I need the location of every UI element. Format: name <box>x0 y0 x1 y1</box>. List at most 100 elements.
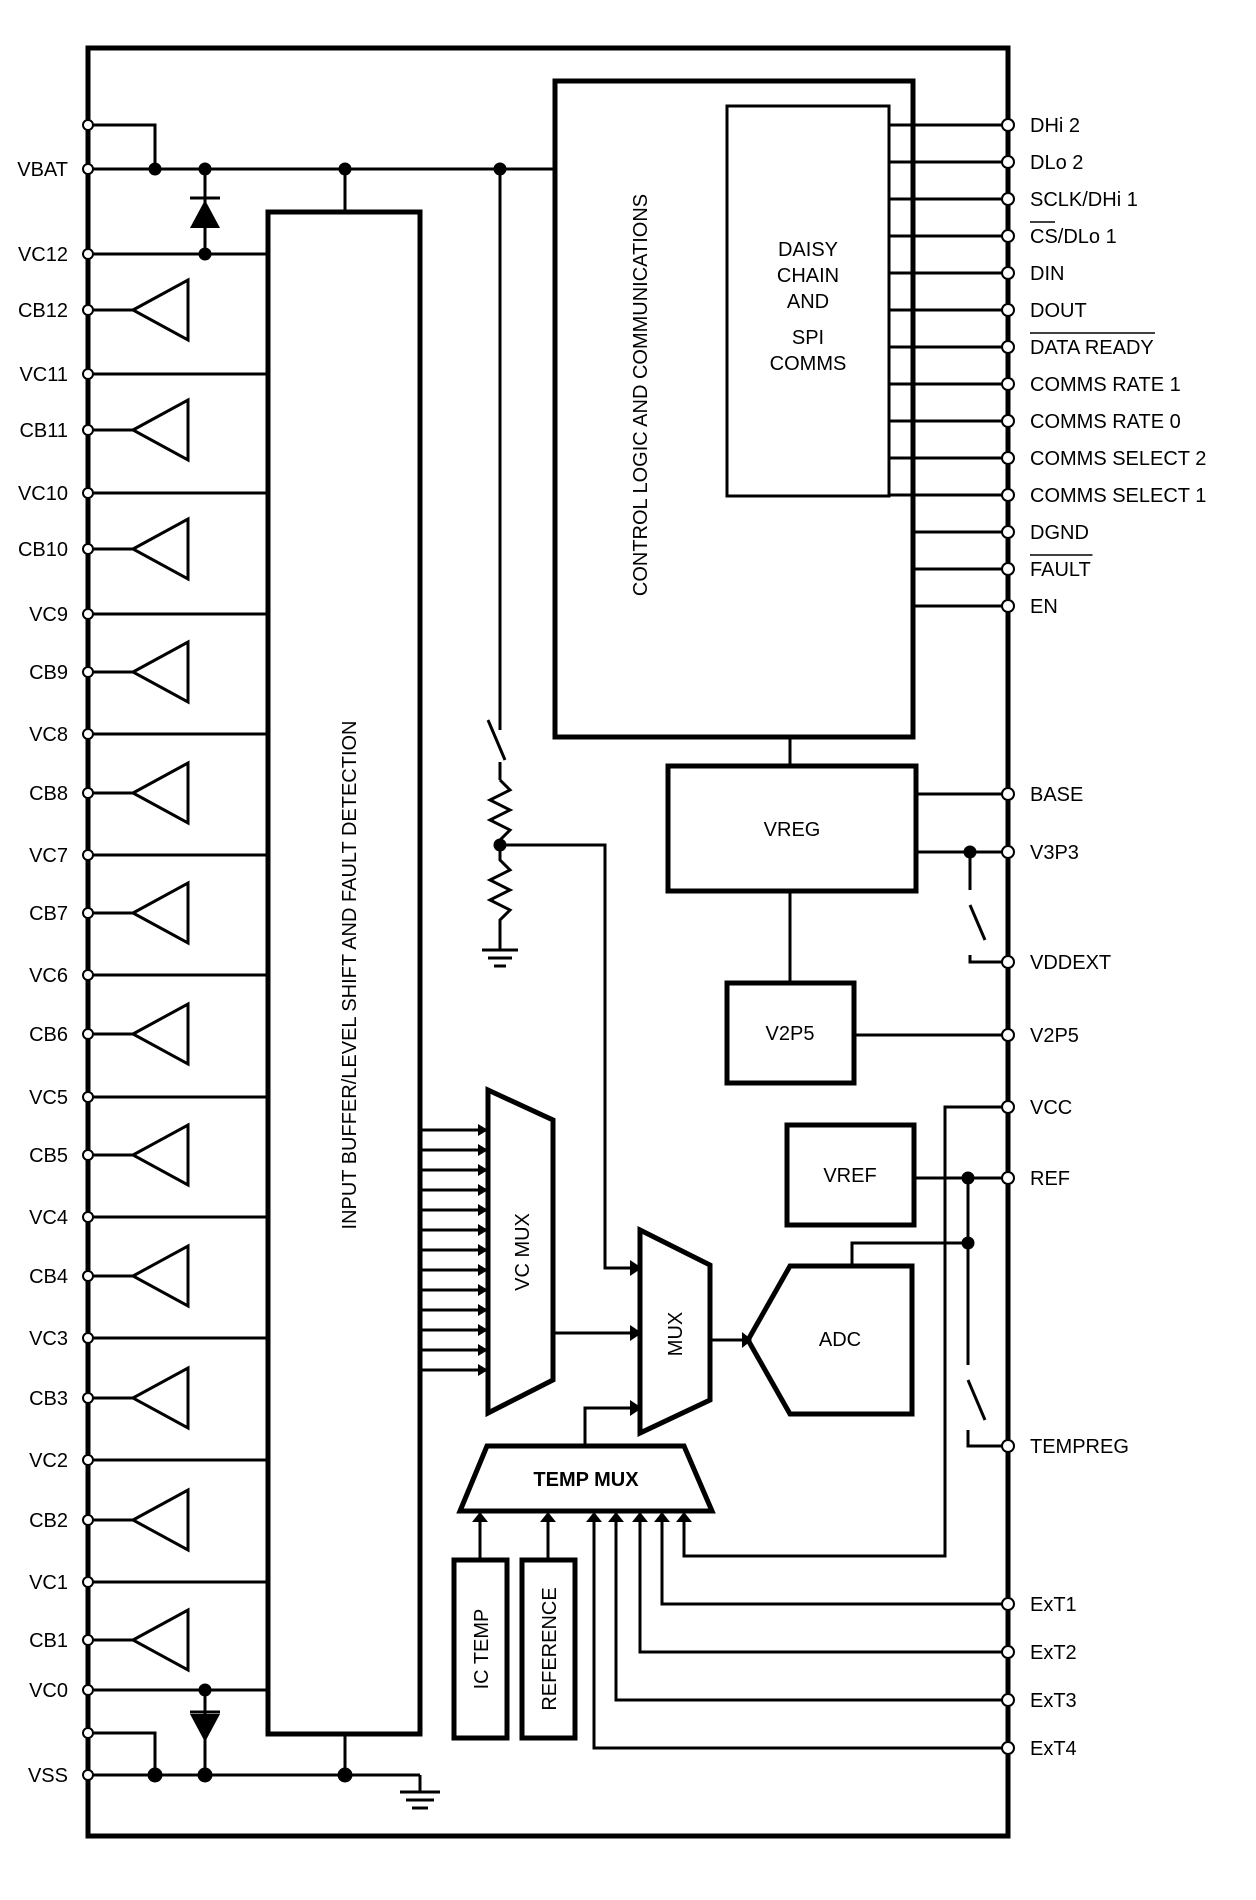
pin-label-vc8: VC8 <box>29 724 68 746</box>
vref-label: VREF <box>823 1165 876 1187</box>
pin-label-vc3: VC3 <box>29 1328 68 1350</box>
pin-terminal <box>82 1634 94 1646</box>
pin-terminal <box>82 304 94 316</box>
pin-label-comms: EN <box>1030 596 1058 618</box>
pin-terminal <box>1001 229 1015 243</box>
pin-terminal <box>82 487 94 499</box>
pin-terminal <box>1001 1028 1015 1042</box>
pin-label-comms: DGND <box>1030 522 1089 544</box>
pin-terminal <box>82 1454 94 1466</box>
balance-driver-icon <box>129 1001 190 1067</box>
pin-terminal <box>82 907 94 919</box>
pin-label-comms: DHi 2 <box>1030 115 1080 137</box>
pin-label-comms: DOUT <box>1030 300 1087 322</box>
chip-outline <box>85 45 1011 1839</box>
control-logic-block <box>552 78 916 740</box>
daisy-line-1: DAISY <box>778 239 838 261</box>
balance-driver-icon <box>129 880 190 946</box>
pin-terminal <box>1001 488 1015 502</box>
pin-label-vc5: VC5 <box>29 1087 68 1109</box>
daisy-line-5: COMMS <box>770 353 847 375</box>
balance-driver-icon <box>129 1365 190 1431</box>
pin-terminal <box>1001 1100 1015 1114</box>
pin-terminal <box>1001 118 1015 132</box>
pin-terminal <box>1001 303 1015 317</box>
pin-terminal <box>82 969 94 981</box>
pin-label-cb11: CB11 <box>19 420 68 442</box>
pin-label-cb10: CB10 <box>18 539 68 561</box>
mux-label: MUX <box>665 1312 687 1356</box>
ic-temp-label: IC TEMP <box>471 1609 493 1690</box>
pin-label-tempreg: TEMPREG <box>1030 1436 1129 1458</box>
pin-label-vc0: VC0 <box>29 1680 68 1702</box>
pin-label-comms: DATA READY <box>1030 337 1154 359</box>
pin-label-vc4: VC4 <box>29 1207 68 1229</box>
pin-terminal <box>82 1392 94 1404</box>
pin-label-cb9: CB9 <box>29 662 68 684</box>
pin-label-cb5: CB5 <box>29 1145 68 1167</box>
pin-terminal <box>1001 1645 1015 1659</box>
vc-mux-block <box>485 1086 556 1418</box>
pin-terminal <box>82 787 94 799</box>
vreg-label: VREG <box>764 819 821 841</box>
pin-terminal <box>1001 155 1015 169</box>
pin-label-vc9: VC9 <box>29 604 68 626</box>
vref-block <box>784 1122 917 1228</box>
pin-label-cb7: CB7 <box>29 903 68 925</box>
pin-terminal <box>1001 1171 1015 1185</box>
pin-terminal <box>82 119 94 131</box>
pin-terminal <box>82 1684 94 1696</box>
pin-terminal <box>82 1149 94 1161</box>
pin-terminal <box>1001 1439 1015 1453</box>
pin-label-vc6: VC6 <box>29 965 68 987</box>
pin-label-vc2: VC2 <box>29 1450 68 1472</box>
pin-terminal <box>82 1769 94 1781</box>
balance-driver-icon <box>129 1607 190 1673</box>
pin-terminal <box>82 1576 94 1588</box>
pin-label-comms: FAULT <box>1030 559 1091 581</box>
pin-terminal <box>1001 562 1015 576</box>
pin-terminal <box>1001 414 1015 428</box>
control-logic-label: CONTROL LOGIC AND COMMUNICATIONS <box>630 194 652 596</box>
pin-label-ext2: ExT2 <box>1030 1642 1077 1664</box>
pin-label-comms: CS/DLo 1 <box>1030 226 1117 248</box>
pin-terminal <box>1001 451 1015 465</box>
reference-label: REFERENCE <box>539 1587 561 1710</box>
pin-label-comms: DLo 2 <box>1030 152 1083 174</box>
pin-terminal <box>82 248 94 260</box>
pin-label-v3p3: V3P3 <box>1030 842 1079 864</box>
balance-driver-icon <box>129 277 190 343</box>
daisy-line-2: CHAIN <box>777 265 839 287</box>
pin-label-cb4: CB4 <box>29 1266 68 1288</box>
pin-label-vc7: VC7 <box>29 845 68 867</box>
pin-label-cb3: CB3 <box>29 1388 68 1410</box>
v2p5-label: V2P5 <box>766 1023 815 1045</box>
pin-terminal <box>82 424 94 436</box>
pin-terminal <box>1001 1693 1015 1707</box>
pin-terminal <box>1001 787 1015 801</box>
pin-terminal <box>82 543 94 555</box>
pin-label-vss: VSS <box>28 1765 68 1787</box>
vc-mux-label: VC MUX <box>512 1213 534 1291</box>
pin-label-ext4: ExT4 <box>1030 1738 1077 1760</box>
pin-terminal <box>82 1514 94 1526</box>
pin-terminal <box>1001 1597 1015 1611</box>
pin-terminal <box>1001 599 1015 613</box>
pin-terminal <box>1001 340 1015 354</box>
pin-label-comms: COMMS SELECT 1 <box>1030 485 1206 507</box>
balance-driver-icon <box>129 639 190 705</box>
pin-label-cb12: CB12 <box>18 300 68 322</box>
pin-label-vc12: VC12 <box>18 244 68 266</box>
pin-terminal <box>82 608 94 620</box>
pin-label-vc10: VC10 <box>18 483 68 505</box>
pin-label-cb2: CB2 <box>29 1510 68 1532</box>
balance-driver-icon <box>129 760 190 826</box>
pin-terminal <box>82 1091 94 1103</box>
pin-label-cb8: CB8 <box>29 783 68 805</box>
pin-terminal <box>1001 192 1015 206</box>
pin-label-vbat: VBAT <box>17 159 68 181</box>
pin-terminal <box>82 1332 94 1344</box>
balance-driver-icon <box>129 1243 190 1309</box>
balance-driver-icon <box>129 397 190 463</box>
